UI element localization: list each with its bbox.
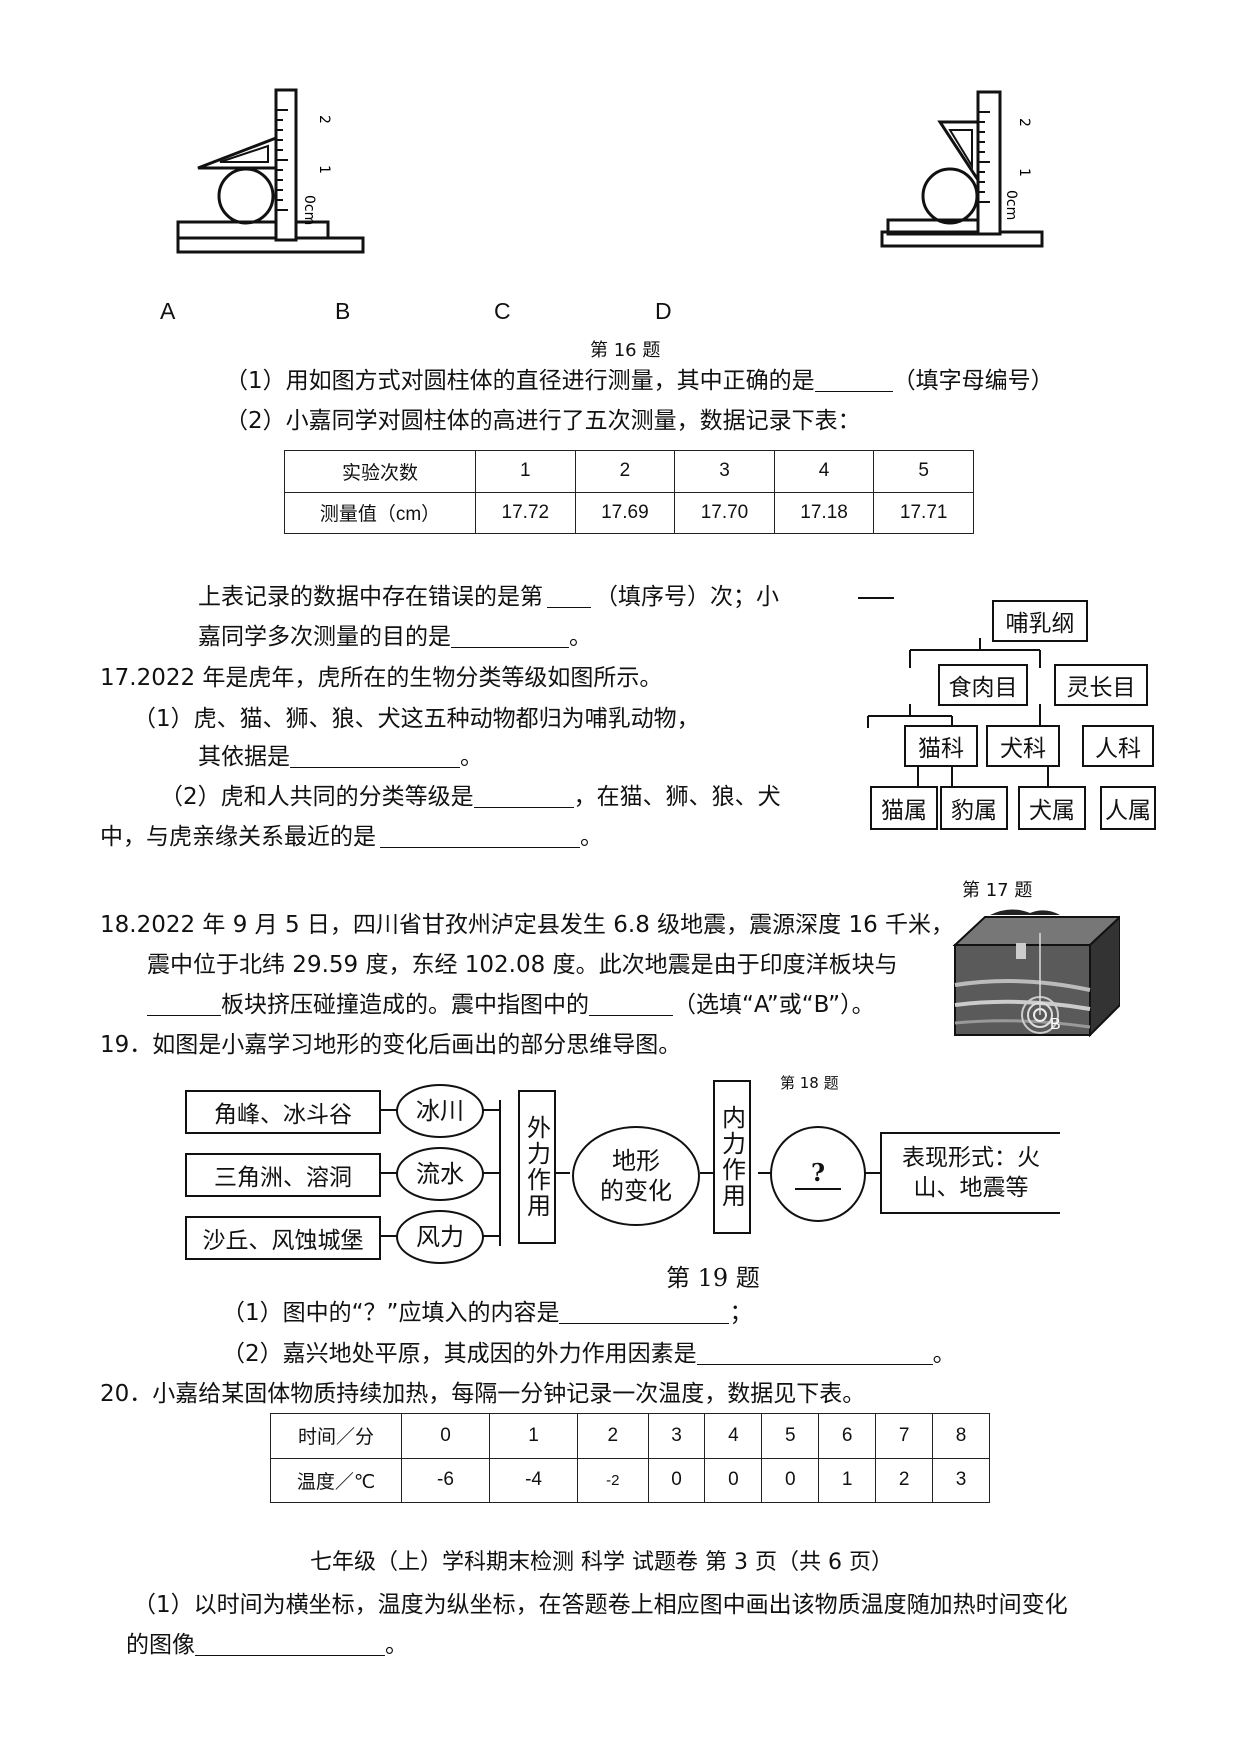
answer-blank[interactable] (814, 369, 893, 392)
tree-node-genus-felis: 猫属 (870, 786, 938, 830)
table-header-cell: 实验次数 (284, 450, 476, 493)
q17-part3: 中，与虎亲缘关系最近的是。 (100, 824, 603, 850)
q17-part1b: 其依据是。 (198, 744, 483, 770)
table-row: 测量值（cm） 17.72 17.69 17.70 17.18 17.71 (284, 491, 974, 534)
q16-label-c: C (494, 298, 511, 324)
mindmap-box-internal-force: 内力作用 (713, 1080, 751, 1234)
answer-blank[interactable] (147, 993, 221, 1016)
mindmap-box-external-force: 外力作用 (518, 1090, 556, 1244)
q20-part1-line1: （1）以时间为横坐标，温度为纵坐标，在答题卷上相应图中画出该物质温度随加热时间变… (133, 1592, 1068, 1618)
q16-label-d: D (655, 298, 672, 324)
ruler-tick-2: 2 (316, 115, 332, 124)
tree-node-order-primates: 灵长目 (1054, 664, 1148, 706)
q16-purpose-question: 嘉同学多次测量的目的是。 (198, 624, 592, 650)
mindmap-box-water-landforms: 三角洲、溶洞 (185, 1153, 381, 1197)
q16-part2: （2）小嘉同学对圆柱体的高进行了五次测量，数据记录下表： (225, 408, 861, 434)
answer-blank[interactable] (559, 1301, 730, 1324)
table-header-cell: 测量值（cm） (284, 491, 476, 534)
q20-stem: 20．小嘉给某固体物质持续加热，每隔一分钟记录一次温度，数据见下表。 (100, 1381, 866, 1407)
ruler-tick-2: 2 (1016, 118, 1032, 127)
q16-part1: （1）用如图方式对圆柱体的直径进行测量，其中正确的是（填字母编号） (225, 368, 1054, 394)
mindmap-box-manifestation: 表现形式：火 山、地震等 (880, 1132, 1060, 1214)
tree-node-genus-canis: 犬属 (1018, 786, 1086, 830)
mindmap-oval-glacier: 冰川 (396, 1084, 484, 1138)
q16-measure-table: 实验次数 1 2 3 4 5 测量值（cm） 17.72 17.69 17.70… (284, 450, 974, 534)
ruler-tick-1: 1 (316, 165, 332, 174)
table-row: 温度／℃ -6 -4 -2 0 0 0 1 2 3 (270, 1457, 990, 1503)
q18-line2: 震中位于北纬 29.59 度，东经 102.08 度。此次地震是由于印度洋板块与 (147, 952, 898, 978)
q16-figure-d: 2 1 0cm (880, 90, 1044, 248)
q19-part2: （2）嘉兴地处平原，其成因的外力作用因素是。 (222, 1341, 956, 1367)
q19-caption: 第 19 题 (666, 1264, 760, 1292)
table-row: 实验次数 1 2 3 4 5 (284, 450, 974, 493)
answer-blank[interactable] (195, 1633, 385, 1656)
dash-mark (858, 597, 894, 599)
mindmap-box-glacier-landforms: 角峰、冰斗谷 (185, 1090, 381, 1134)
tree-node-family-felidae: 猫科 (904, 725, 978, 767)
table-row: 时间／分 0 1 2 3 4 5 6 7 8 (270, 1413, 990, 1459)
tree-node-family-canidae: 犬科 (986, 725, 1060, 767)
answer-blank[interactable] (380, 825, 580, 848)
answer-blank[interactable] (290, 745, 460, 768)
answer-blank[interactable] (696, 1342, 933, 1365)
ruler-zero-label: 0cm (301, 195, 317, 225)
q17-part2: （2）虎和人共同的分类等级是，在猫、狮、狼、犬 (160, 784, 781, 810)
page-footer: 七年级（上）学科期末检测 科学 试题卷 第 3 页（共 6 页） (310, 1550, 893, 1575)
mindmap-oval-water: 流水 (396, 1147, 484, 1201)
q18-line1: 18.2022 年 9 月 5 日，四川省甘孜州泸定县发生 6.8 级地震，震源… (100, 912, 950, 938)
ruler-tick-1: 1 (1016, 168, 1032, 177)
answer-blank[interactable] (547, 585, 591, 608)
q16-error-question: 上表记录的数据中存在错误的是第（填序号）次；小 (198, 584, 779, 610)
q17-stem: 17.2022 年是虎年，虎所在的生物分类等级如图所示。 (100, 665, 663, 691)
q16-figure-a: 2 1 0cm (176, 88, 365, 254)
answer-blank[interactable] (451, 625, 569, 648)
mindmap-oval-landform-change: 地形 的变化 (572, 1126, 700, 1226)
tree-node-genus-panthera: 豹属 (940, 786, 1008, 830)
q16-caption: 第 16 题 (590, 340, 661, 361)
ruler-zero-label: 0cm (1003, 190, 1019, 220)
mindmap-box-wind-landforms: 沙丘、风蚀城堡 (185, 1216, 381, 1260)
q19-stem: 19．如图是小嘉学习地形的变化后画出的部分思维导图。 (100, 1032, 682, 1058)
q18-point-b-label: B (1050, 1016, 1061, 1033)
q20-part1-line2: 的图像。 (126, 1632, 408, 1658)
q17-part1a: （1）虎、猫、狮、狼、犬这五种动物都归为哺乳动物， (133, 706, 700, 732)
answer-blank[interactable] (473, 785, 574, 808)
q17-tree-lines (867, 638, 1049, 790)
tree-node-class: 哺乳纲 (992, 600, 1088, 642)
q16-label-b: B (335, 298, 351, 324)
mindmap-oval-wind: 风力 (396, 1210, 484, 1264)
q16-label-a: A (160, 298, 176, 324)
q19-part1: （1）图中的“？”应填入的内容是； (222, 1300, 753, 1326)
q17-caption: 第 17 题 (962, 880, 1033, 901)
table-header-cell: 温度／℃ (270, 1457, 402, 1503)
table-header-cell: 时间／分 (270, 1413, 402, 1459)
tree-node-genus-homo: 人属 (1100, 786, 1156, 830)
q19-faded-caption: 第 18 题 (780, 1074, 839, 1092)
q18-line3: 板块挤压碰撞造成的。震中指图中的（选填“A”或“B”）。 (147, 990, 875, 1020)
answer-blank[interactable] (589, 993, 673, 1016)
q20-temperature-table: 时间／分 0 1 2 3 4 5 6 7 8 温度／℃ -6 -4 -2 0 0… (270, 1413, 990, 1503)
tree-node-family-hominidae: 人科 (1082, 725, 1154, 767)
q18-earthquake-block-diagram: B (952, 909, 1120, 1038)
mindmap-oval-question: ? (770, 1126, 866, 1222)
tree-node-order-carnivora: 食肉目 (938, 664, 1028, 706)
